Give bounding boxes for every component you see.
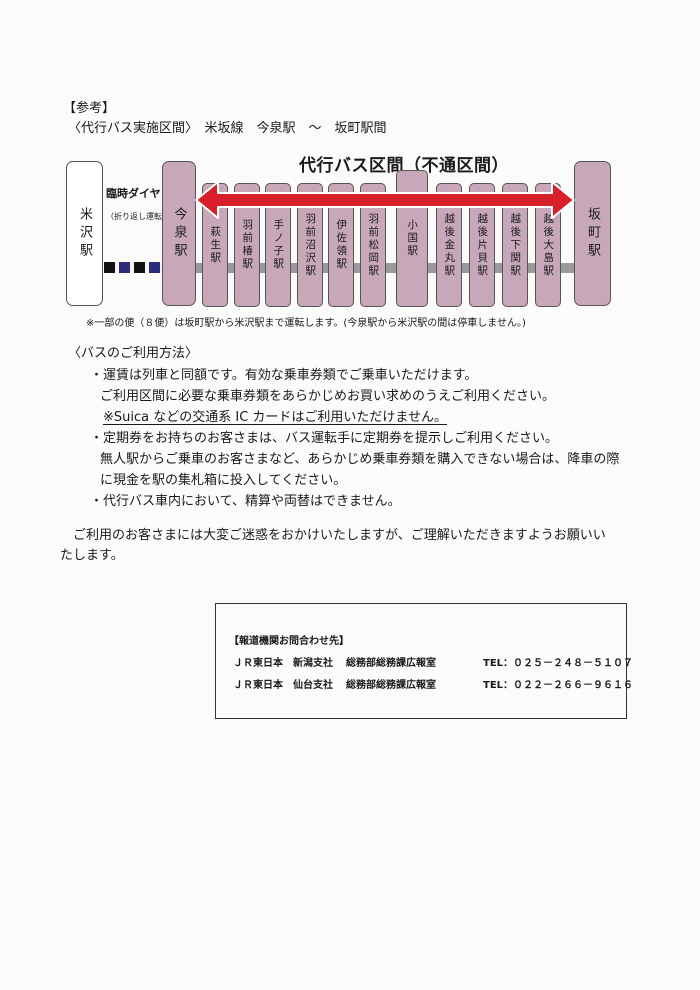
station-name: 越後大島駅 — [542, 212, 555, 278]
contact-company: ＪＲ東日本 — [233, 658, 283, 669]
station-name: 越後下関駅 — [509, 212, 522, 278]
temporary-schedule-label: 臨時ダイヤ — [106, 187, 161, 200]
contact-company: ＪＲ東日本 — [233, 680, 283, 691]
usage-line-suica-note: ※Suica などの交通系 IC カードはご利用いただけません。 — [103, 410, 448, 425]
station-name: 伊佐領駅 — [335, 219, 348, 271]
usage-line-unmanned: 無人駅からご乗車のお客さまなど、あらかじめ乗車券類を購入できない場合は、降車の際 — [100, 452, 620, 467]
bus-section-arrow — [195, 181, 575, 219]
range-title: 代行バス区間（不通区間） — [299, 156, 509, 176]
station-name: 羽前椿駅 — [241, 219, 254, 271]
contact-dept: 総務部総務課広報室 — [346, 658, 436, 669]
diagram-footnote: ※一部の便（８便）は坂町駅から米沢駅まで運転します。(今泉駅から米沢駅の間は停車… — [86, 318, 526, 329]
section-title: 〈代行バス実施区間〉 米坂線 今泉駅 ～ 坂町駅間 — [68, 121, 387, 136]
temporary-service-track — [104, 262, 162, 273]
reference-label: 【参考】 — [63, 101, 116, 116]
usage-line-fare: ・運賃は列車と同額です。有効な乗車券類でご乗車いただけます。 — [90, 368, 478, 383]
station-name: 萩生駅 — [209, 225, 222, 265]
press-contact-box: 【報道機関お問合わせ先】 ＪＲ東日本 新潟支社 総務部総務課広報室 TEL：０２… — [215, 603, 633, 719]
usage-line-cash: に現金を駅の集札箱に投入してください。 — [100, 473, 347, 488]
station-name: 今泉駅 — [171, 206, 187, 261]
bus-route-diagram: 代行バス区間（不通区間） 臨時ダイヤ （折り返し運転） 米沢駅 今泉駅 萩生駅 … — [0, 0, 700, 340]
contact-dept: 総務部総務課広報室 — [346, 680, 436, 691]
contact-title: 【報道機関お問合わせ先】 — [229, 636, 349, 647]
closing-line-1: ご利用のお客さまには大変ご迷惑をおかけいたしますが、ご理解いただきますようお願い… — [60, 528, 606, 543]
station-name: 小国駅 — [406, 219, 419, 258]
station-name: 越後金丸駅 — [443, 212, 456, 278]
station-name: 坂町駅 — [585, 206, 600, 261]
contact-row-niigata: ＪＲ東日本 新潟支社 総務部総務課広報室 TEL：０２５－２４８－５１０７ — [233, 658, 633, 671]
station-imaizumi: 今泉駅 — [162, 161, 196, 306]
station-name: 米沢駅 — [77, 206, 92, 261]
station-sakamachi: 坂町駅 — [574, 161, 611, 306]
contact-branch: 新潟支社 — [293, 658, 333, 669]
station-name: 羽前沼沢駅 — [304, 212, 317, 278]
closing-line-2: たします。 — [60, 548, 124, 563]
station-yonezawa: 米沢駅 — [66, 161, 103, 306]
contact-row-sendai: ＪＲ東日本 仙台支社 総務部総務課広報室 TEL：０２２－２６６－９６１６ — [233, 680, 633, 693]
shuttle-note: （折り返し運転） — [106, 212, 170, 221]
contact-branch: 仙台支社 — [293, 680, 333, 691]
contact-tel: TEL：０２２－２６６－９６１６ — [483, 680, 634, 691]
station-name: 越後片貝駅 — [476, 212, 489, 278]
usage-line-ticket: ご利用区間に必要な乗車券類をあらかじめお買い求めのうえご利用ください。 — [100, 389, 556, 404]
usage-line-no-change: ・代行バス車内において、精算や両替はできません。 — [90, 494, 401, 509]
contact-tel: TEL：０２５－２４８－５１０７ — [483, 658, 634, 669]
bus-usage-title: 〈バスのご利用方法〉 — [68, 346, 199, 361]
usage-line-pass: ・定期券をお持ちのお客さまは、バス運転手に定期券を提示しご利用ください。 — [90, 431, 559, 446]
station-name: 手ノ子駅 — [272, 219, 285, 271]
station-name: 羽前松岡駅 — [367, 212, 380, 278]
